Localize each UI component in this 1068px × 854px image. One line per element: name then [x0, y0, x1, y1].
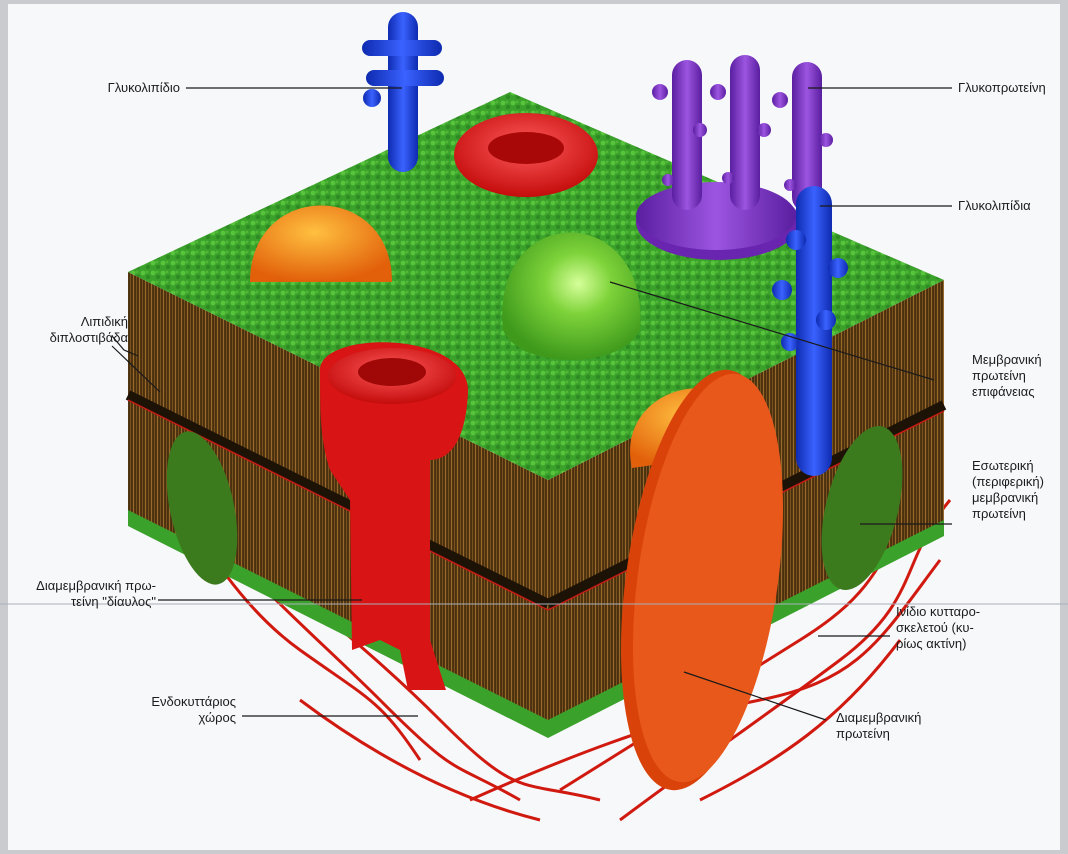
label-glycolipids: Γλυκολιπίδια: [958, 198, 1062, 214]
label-transmembrane-protein: Διαμεμβρανική πρωτείνη: [836, 710, 956, 742]
label-glycoprotein: Γλυκοπρωτείνη: [958, 80, 1062, 96]
label-glycolipid-single: Γλυκολιπίδιο: [60, 80, 180, 96]
label-cytoskeleton-fibre: Ινίδιο κυτταρο- σκελετού (κυ- ρίως ακτίν…: [896, 604, 1016, 652]
label-channel-protein: Διαμεμβρανική πρω- τείνη "δίαυλος": [8, 578, 156, 610]
label-surface-membrane-protein: Μεμβρανική πρωτείνη επιφάνειας: [972, 352, 1068, 400]
label-inner-peripheral-protein: Εσωτερική (περιφερική) μεμβρανική πρωτεί…: [972, 458, 1068, 522]
label-intracellular-space: Ενδοκυττάριος χώρος: [110, 694, 236, 726]
label-lipid-bilayer: Λιπιδική διπλοστιβάδα: [24, 314, 128, 346]
